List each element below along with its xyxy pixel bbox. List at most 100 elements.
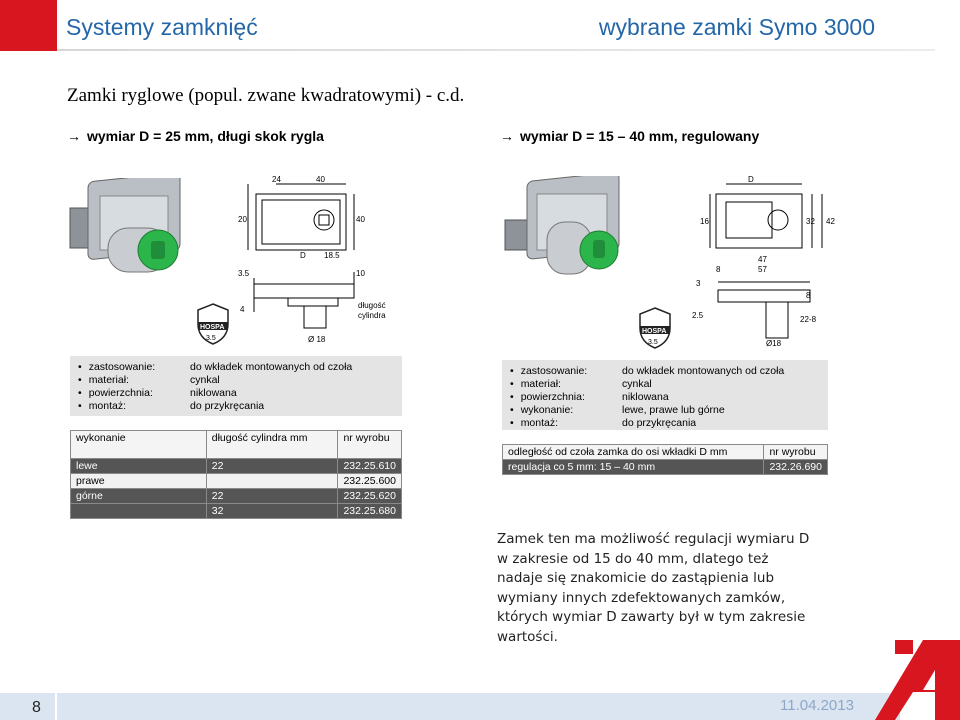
right-dim-3: 3: [696, 279, 701, 288]
spec-value: do wkładek montowanych od czoła: [190, 361, 353, 373]
table-cell: 232.26.690: [763, 459, 828, 475]
spec-row: materiał:cynkal: [78, 374, 394, 387]
spec-value: do przykręcania: [190, 400, 265, 412]
right-lock-photo: [504, 176, 620, 275]
right-hospa-badge-icon: HOSPA 3.5: [639, 307, 671, 349]
right-dim-22-8: 22-8: [800, 315, 817, 324]
page-number: 8: [32, 699, 41, 716]
right-heading: → wymiar D = 15 – 40 mm, regulowany: [500, 128, 759, 144]
table-cell: 22: [205, 488, 339, 504]
table-cell: [205, 473, 339, 489]
left-technical-drawing: 24 40 20 40 D 18.5 3.5 10 4 Ø 18 długość…: [238, 175, 386, 344]
left-dim-40-side: 40: [356, 215, 365, 224]
right-badge-value: 3.5: [648, 339, 658, 346]
left-heading-text: wymiar D = 25 mm, długi skok rygla: [87, 128, 324, 144]
spec-key: zastosowanie:: [78, 361, 190, 374]
spec-value: do wkładek montowanych od czoła: [622, 365, 785, 377]
description-text: Zamek ten ma możliwość regulacji wymiaru…: [497, 531, 810, 645]
table-cell: 232.25.680: [337, 503, 402, 519]
left-product-table: wykonanie długość cylindra mm nr wyrobu …: [70, 430, 402, 519]
right-technical-drawing: D 16 32 42 47 57 8 3 2.5 8 22-8 Ø18: [692, 175, 835, 348]
left-hospa-badge-icon: HOSPA 3.5: [197, 303, 229, 345]
left-dim-24: 24: [272, 175, 281, 184]
header-red-block: [0, 0, 57, 51]
left-spec-box: zastosowanie:do wkładek montowanych od c…: [70, 356, 402, 416]
left-dim-18-5: 18.5: [324, 251, 340, 260]
spec-row: wykonanie:lewe, prawe lub górne: [510, 404, 820, 417]
table-header-row: wykonanie długość cylindra mm nr wyrobu: [70, 430, 402, 459]
table-cell: regulacja co 5 mm: 15 – 40 mm: [501, 459, 765, 475]
left-dim-20: 20: [238, 215, 247, 224]
left-badge-brand: HOSPA: [200, 324, 224, 331]
table-cell: [70, 503, 207, 519]
spec-row: zastosowanie:do wkładek montowanych od c…: [78, 361, 394, 374]
spec-key: zastosowanie:: [510, 365, 622, 378]
arrow-icon: →: [67, 128, 81, 144]
table-cell: 22: [205, 458, 339, 474]
table-row: lewe 22 232.25.610: [70, 458, 402, 474]
spec-value: niklowana: [622, 391, 669, 403]
spec-key: powierzchnia:: [78, 387, 190, 400]
spec-row: powierzchnia:niklowana: [510, 391, 820, 404]
left-note-length: długość: [358, 301, 386, 310]
table-cell: 232.25.610: [337, 458, 402, 474]
left-dim-4: 4: [240, 305, 245, 314]
spec-row: zastosowanie:do wkładek montowanych od c…: [510, 365, 820, 378]
left-dim-40-top: 40: [316, 175, 325, 184]
header-divider: [57, 49, 935, 51]
spec-value: niklowana: [190, 387, 237, 399]
table-header-cell: nr wyrobu: [337, 430, 402, 459]
spec-row: montaż:do przykręcania: [78, 400, 394, 413]
right-dim-8: 8: [716, 265, 721, 274]
table-cell: 232.25.620: [337, 488, 402, 504]
page-subtitle: Zamki ryglowe (popul. zwane kwadratowymi…: [67, 85, 465, 106]
left-lock-photo: [69, 178, 181, 273]
right-dim-2-5: 2.5: [692, 311, 704, 320]
spec-key: montaż:: [510, 417, 622, 430]
table-header-row: odległość od czoła zamka do osi wkładki …: [501, 444, 828, 460]
spec-key: materiał:: [510, 378, 622, 391]
table-cell: górne: [70, 488, 207, 504]
right-dim-32: 32: [806, 217, 815, 226]
right-spec-box: zastosowanie:do wkładek montowanych od c…: [502, 360, 828, 430]
header-title: Systemy zamknięć: [66, 14, 258, 40]
table-header-cell: wykonanie: [70, 430, 207, 459]
table-row: prawe 232.25.600: [70, 473, 402, 489]
spec-key: materiał:: [78, 374, 190, 387]
right-badge-brand: HOSPA: [642, 328, 666, 335]
footer-date: 11.04.2013: [780, 697, 854, 714]
right-dim-8-side: 8: [806, 291, 811, 300]
arrow-icon: →: [500, 128, 514, 144]
table-header-cell: odległość od czoła zamka do osi wkładki …: [501, 444, 765, 460]
spec-key: wykonanie:: [510, 404, 622, 417]
table-row: regulacja co 5 mm: 15 – 40 mm 232.26.690: [501, 459, 828, 475]
left-dim-D: D: [300, 251, 306, 260]
left-note-cylinder: cylindra: [358, 311, 386, 320]
company-logo-icon: [875, 640, 960, 720]
spec-value: cynkal: [622, 378, 652, 390]
header-section-title: wybrane zamki Symo 3000: [598, 14, 875, 40]
spec-value: lewe, prawe lub górne: [622, 404, 725, 416]
table-row: 32 232.25.680: [70, 503, 402, 519]
spec-key: montaż:: [78, 400, 190, 413]
spec-value: cynkal: [190, 374, 220, 386]
table-row: górne 22 232.25.620: [70, 488, 402, 504]
right-dim-D: D: [748, 175, 754, 184]
page-number-box: [0, 693, 57, 720]
table-cell: 32: [205, 503, 339, 519]
right-dim-42: 42: [826, 217, 835, 226]
footer-bar: [0, 693, 900, 720]
left-dim-3-5: 3.5: [238, 269, 250, 278]
table-cell: prawe: [70, 473, 207, 489]
table-header-cell: długość cylindra mm: [205, 430, 339, 459]
left-dim-o18: Ø 18: [308, 335, 326, 344]
right-dim-16: 16: [700, 217, 709, 226]
left-badge-value: 3.5: [206, 335, 216, 342]
spec-row: powierzchnia:niklowana: [78, 387, 394, 400]
spec-key: powierzchnia:: [510, 391, 622, 404]
right-dim-47: 47: [758, 255, 767, 264]
right-heading-text: wymiar D = 15 – 40 mm, regulowany: [520, 128, 760, 144]
spec-value: do przykręcania: [622, 417, 697, 429]
right-product-table: odległość od czoła zamka do osi wkładki …: [501, 444, 828, 475]
left-heading: → wymiar D = 25 mm, długi skok rygla: [67, 128, 324, 144]
